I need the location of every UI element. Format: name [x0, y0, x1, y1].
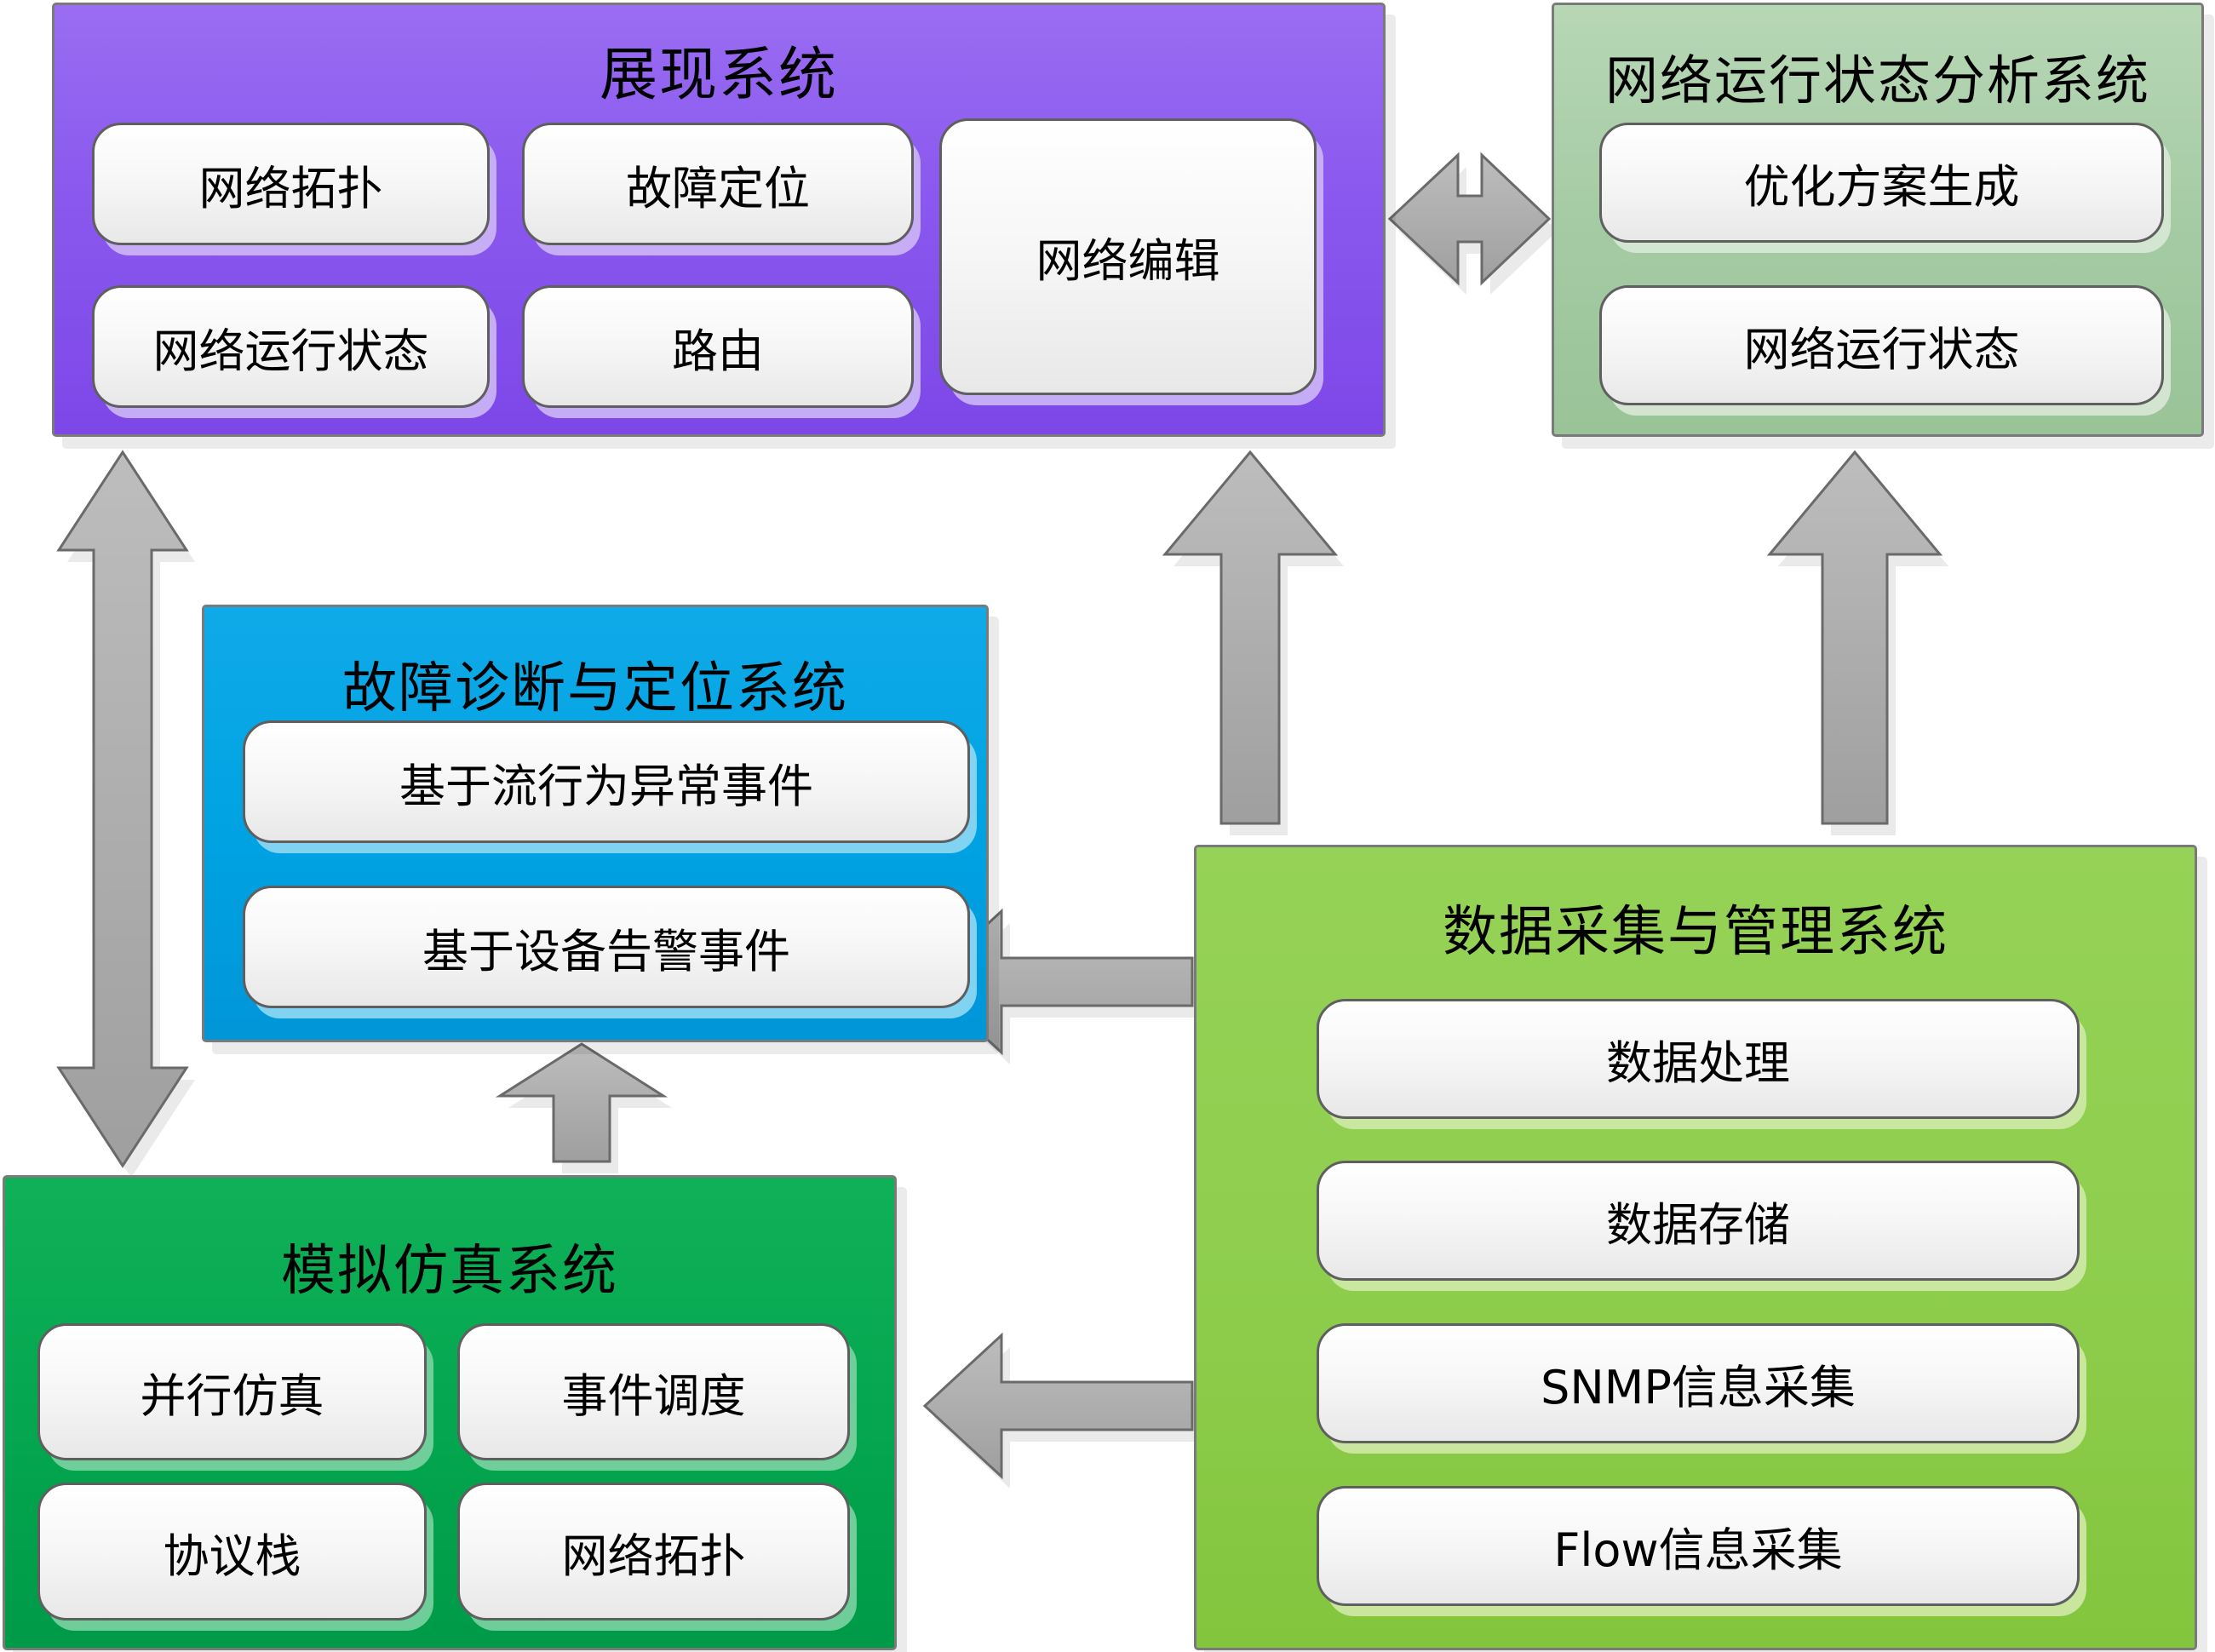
arrow-data-to-analysis-up	[1766, 450, 1943, 825]
module-label: 网络运行状态	[152, 324, 429, 378]
system-diagnosis: 故障诊断与定位系统 基于流行为异常事件 基于设备告警事件	[202, 605, 989, 1042]
system-simulation-title: 模拟仿真系统	[281, 1240, 618, 1303]
module-network-topology: 网络拓扑	[92, 123, 490, 245]
module-label: 网络编辑	[1036, 234, 1220, 288]
module-label: SNMP信息采集	[1541, 1361, 1856, 1414]
module-event-scheduling: 事件调度	[457, 1323, 850, 1460]
system-analysis-title: 网络运行状态分析系统	[1604, 49, 2150, 112]
system-data-collection-title: 数据采集与管理系统	[1443, 901, 1948, 964]
module-label: 网络拓扑	[561, 1529, 746, 1583]
module-label: 数据存储	[1606, 1198, 1790, 1252]
module-protocol-stack: 协议栈	[37, 1483, 427, 1620]
system-diagnosis-title: 故障诊断与定位系统	[342, 657, 848, 720]
module-label: 网络运行状态	[1743, 323, 2020, 376]
module-label: 路由	[672, 324, 764, 378]
module-flow-info-collection: Flow信息采集	[1317, 1486, 2080, 1606]
arrow-data-to-diagnosis-left	[922, 908, 1194, 1056]
arrow-data-to-simulation-left	[922, 1332, 1194, 1480]
system-simulation: 模拟仿真系统 并行仿真 事件调度 协议栈 网络拓扑	[3, 1175, 897, 1650]
module-data-storage: 数据存储	[1317, 1161, 2080, 1281]
module-network-topology: 网络拓扑	[457, 1483, 850, 1620]
module-label: 协议栈	[163, 1529, 301, 1583]
module-routing: 路由	[522, 285, 914, 408]
arrow-data-to-presentation-up	[1162, 450, 1339, 825]
module-snmp-info-collection: SNMP信息采集	[1317, 1323, 2080, 1443]
module-network-editing: 网络编辑	[939, 118, 1317, 395]
module-label: 优化方案生成	[1743, 160, 2020, 214]
module-label: 事件调度	[561, 1369, 746, 1423]
module-data-processing: 数据处理	[1317, 999, 2080, 1119]
system-presentation-title: 展现系统	[599, 42, 838, 109]
module-device-alarm-events: 基于设备告警事件	[243, 886, 970, 1008]
arrow-presentation-analysis-double	[1387, 152, 1552, 286]
module-label: 并行仿真	[140, 1369, 324, 1423]
module-label: Flow信息采集	[1553, 1523, 1843, 1577]
module-label: 基于设备告警事件	[422, 924, 790, 978]
module-label: 网络拓扑	[198, 161, 383, 215]
module-fault-location: 故障定位	[522, 123, 914, 245]
module-label: 故障定位	[626, 161, 810, 215]
module-optimization-plan: 优化方案生成	[1599, 123, 2164, 243]
module-label: 数据处理	[1606, 1036, 1790, 1090]
module-parallel-simulation: 并行仿真	[37, 1323, 427, 1460]
system-analysis: 网络运行状态分析系统 优化方案生成 网络运行状态	[1552, 3, 2204, 437]
module-label: 基于流行为异常事件	[399, 759, 813, 813]
module-network-running-status: 网络运行状态	[92, 285, 490, 408]
module-flow-behavior-anomaly-events: 基于流行为异常事件	[243, 720, 970, 843]
system-data-collection: 数据采集与管理系统 数据处理 数据存储 SNMP信息采集 Flow信息采集	[1194, 845, 2197, 1650]
system-presentation: 展现系统 网络拓扑 故障定位 网络编辑 网络运行状态 路由	[52, 3, 1386, 437]
arrow-simulation-to-diagnosis-up	[495, 1042, 669, 1163]
arrow-presentation-simulation-double	[56, 450, 189, 1168]
module-network-running-status: 网络运行状态	[1599, 285, 2164, 405]
